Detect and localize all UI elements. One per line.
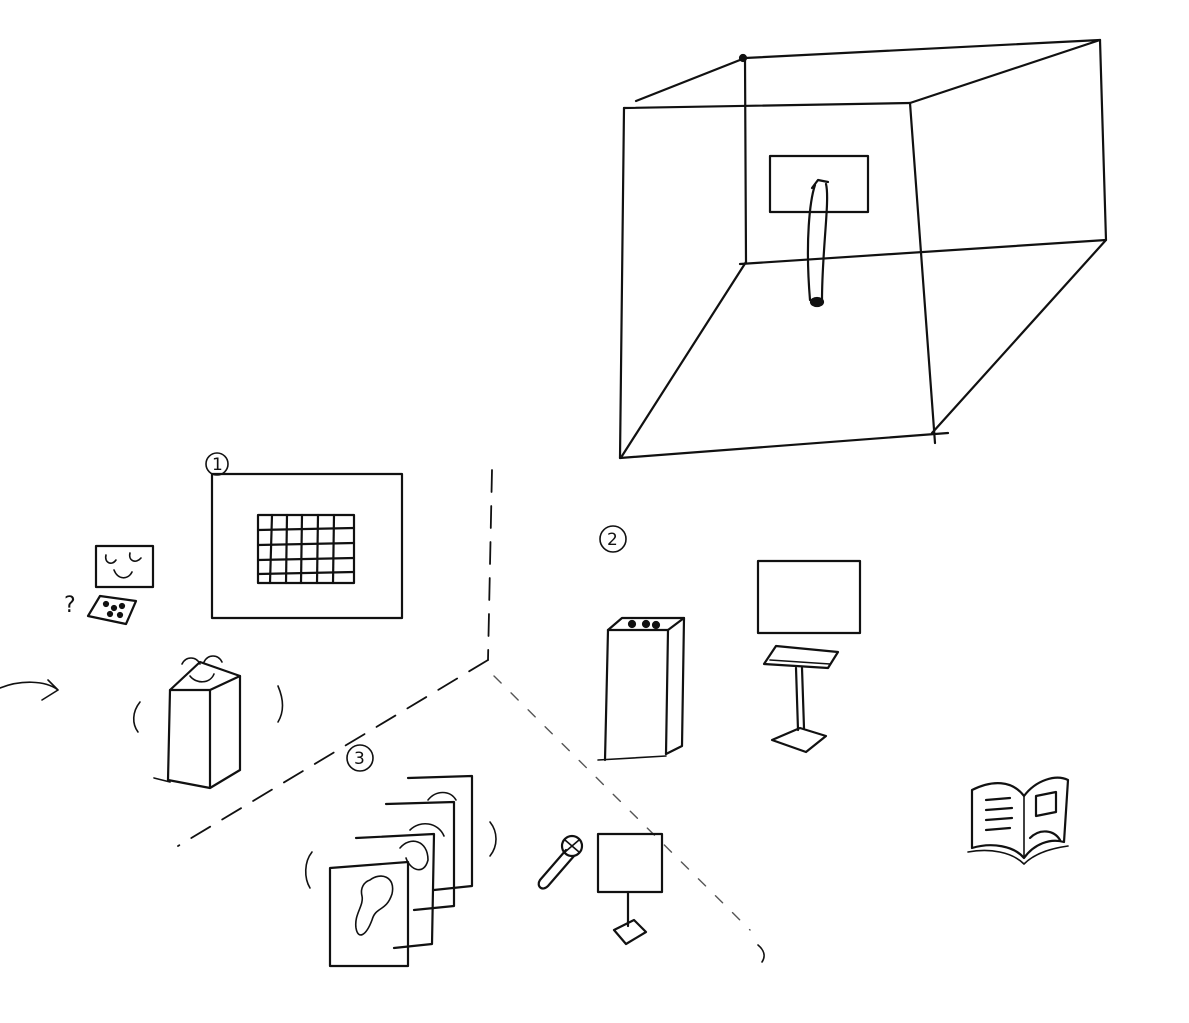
kiosk-body bbox=[166, 674, 242, 790]
panel-middle-front-drawing bbox=[399, 840, 429, 871]
zone-2-number: 2 bbox=[607, 530, 618, 550]
grid-artwork-lines bbox=[256, 513, 356, 585]
face-monitor bbox=[94, 544, 155, 589]
divider-lower-left bbox=[177, 659, 489, 847]
lectern-top-inner bbox=[769, 659, 831, 665]
microphone-handle bbox=[537, 848, 576, 890]
panel-middle-back bbox=[384, 800, 456, 912]
kiosk-face bbox=[181, 655, 223, 683]
panel-middle-front bbox=[354, 832, 436, 950]
book-text-lines bbox=[984, 790, 1062, 842]
panel-stack-wave-left bbox=[304, 851, 313, 889]
hanging-cord bbox=[806, 182, 829, 302]
cube-front-bottom-edge bbox=[618, 431, 950, 460]
projection-screen bbox=[768, 154, 870, 214]
grid-line bbox=[256, 556, 356, 562]
zone-1: 1 ? bbox=[0, 452, 404, 790]
zone-dividers bbox=[177, 469, 765, 963]
cube-back-left-vertical bbox=[743, 56, 748, 264]
grid-artwork bbox=[256, 513, 356, 585]
monitor-face-left-eye bbox=[104, 554, 117, 564]
sound-wave-left bbox=[132, 701, 141, 733]
zone-1-number: 1 bbox=[212, 455, 223, 475]
wall-panel bbox=[210, 472, 404, 620]
panel-stack-wave-right bbox=[489, 821, 497, 857]
book-line bbox=[984, 806, 1014, 812]
grid-line bbox=[268, 513, 274, 585]
sign-base bbox=[612, 918, 648, 946]
grid-line bbox=[315, 513, 320, 585]
knob bbox=[651, 620, 661, 630]
cord-top bbox=[810, 178, 830, 190]
cube-front-left-edge bbox=[618, 106, 626, 460]
kiosk-ground bbox=[153, 777, 171, 783]
cube-top-back-edge bbox=[634, 38, 1102, 103]
book-line bbox=[984, 826, 1012, 832]
lectern-base bbox=[770, 726, 828, 754]
kiosk-top bbox=[168, 660, 242, 692]
grid-line bbox=[256, 541, 356, 547]
question-mark: ? bbox=[64, 593, 76, 618]
book-line bbox=[984, 816, 1014, 822]
panel-front-drawing bbox=[354, 875, 394, 936]
monitor-face-mouth bbox=[113, 569, 133, 579]
panel-middle-back-drawing bbox=[409, 823, 445, 837]
zone-3-number-circle bbox=[346, 744, 374, 772]
grid-line bbox=[256, 570, 356, 576]
tile-dot bbox=[116, 611, 124, 619]
dotted-tile bbox=[86, 594, 138, 626]
sign-board bbox=[596, 832, 664, 894]
tile-dot bbox=[102, 600, 110, 608]
zone-2-number-circle bbox=[599, 525, 627, 553]
speaker-cabinet-top bbox=[606, 616, 686, 632]
open-book bbox=[970, 776, 1070, 860]
tile-dot bbox=[118, 602, 126, 610]
cube-front-top-edge bbox=[622, 101, 912, 110]
cube-top-right-edge bbox=[908, 38, 1102, 105]
speaker-cabinet-front bbox=[603, 628, 670, 762]
zone-2: 2 bbox=[597, 525, 1070, 865]
entrance-arrow bbox=[0, 679, 59, 701]
tile-dot bbox=[106, 610, 114, 618]
book-picture bbox=[1034, 790, 1058, 818]
panel-front bbox=[328, 860, 410, 968]
grid-line bbox=[331, 513, 336, 585]
grid-line bbox=[299, 513, 304, 585]
zone-3-number: 3 bbox=[354, 749, 365, 769]
cord-end-weight bbox=[809, 296, 825, 308]
cube-right-edge bbox=[930, 38, 1108, 435]
divider-end-curl bbox=[757, 944, 765, 963]
book-line bbox=[984, 796, 1012, 802]
cube-floor-diagonal bbox=[620, 260, 748, 458]
grid-line bbox=[256, 526, 356, 532]
sound-wave-right bbox=[277, 685, 284, 723]
speaker-cabinet-side bbox=[664, 616, 686, 756]
microphone-head bbox=[560, 834, 584, 858]
room-cube bbox=[618, 38, 1108, 460]
zone-3: 3 bbox=[304, 744, 664, 968]
knob bbox=[627, 619, 637, 629]
lectern-top bbox=[762, 644, 840, 670]
knob bbox=[641, 619, 651, 629]
divider-vertical bbox=[487, 469, 493, 661]
wall-screen bbox=[756, 559, 862, 635]
monitor-face-right-eye bbox=[128, 552, 142, 562]
panel-back-drawing bbox=[427, 791, 457, 801]
speaker-cabinet-base bbox=[597, 755, 667, 761]
lectern-pole bbox=[794, 666, 806, 732]
book-bookmark bbox=[1028, 830, 1062, 842]
book-base bbox=[967, 845, 1069, 865]
cube-floor-back-line bbox=[738, 238, 1108, 266]
grid-line bbox=[284, 513, 289, 585]
tile-dot bbox=[110, 604, 118, 612]
cube-back-right-vertical bbox=[908, 101, 937, 445]
microphone-grill bbox=[564, 839, 580, 853]
speaker-knobs bbox=[627, 619, 661, 630]
cube-corner-dot bbox=[738, 53, 748, 63]
